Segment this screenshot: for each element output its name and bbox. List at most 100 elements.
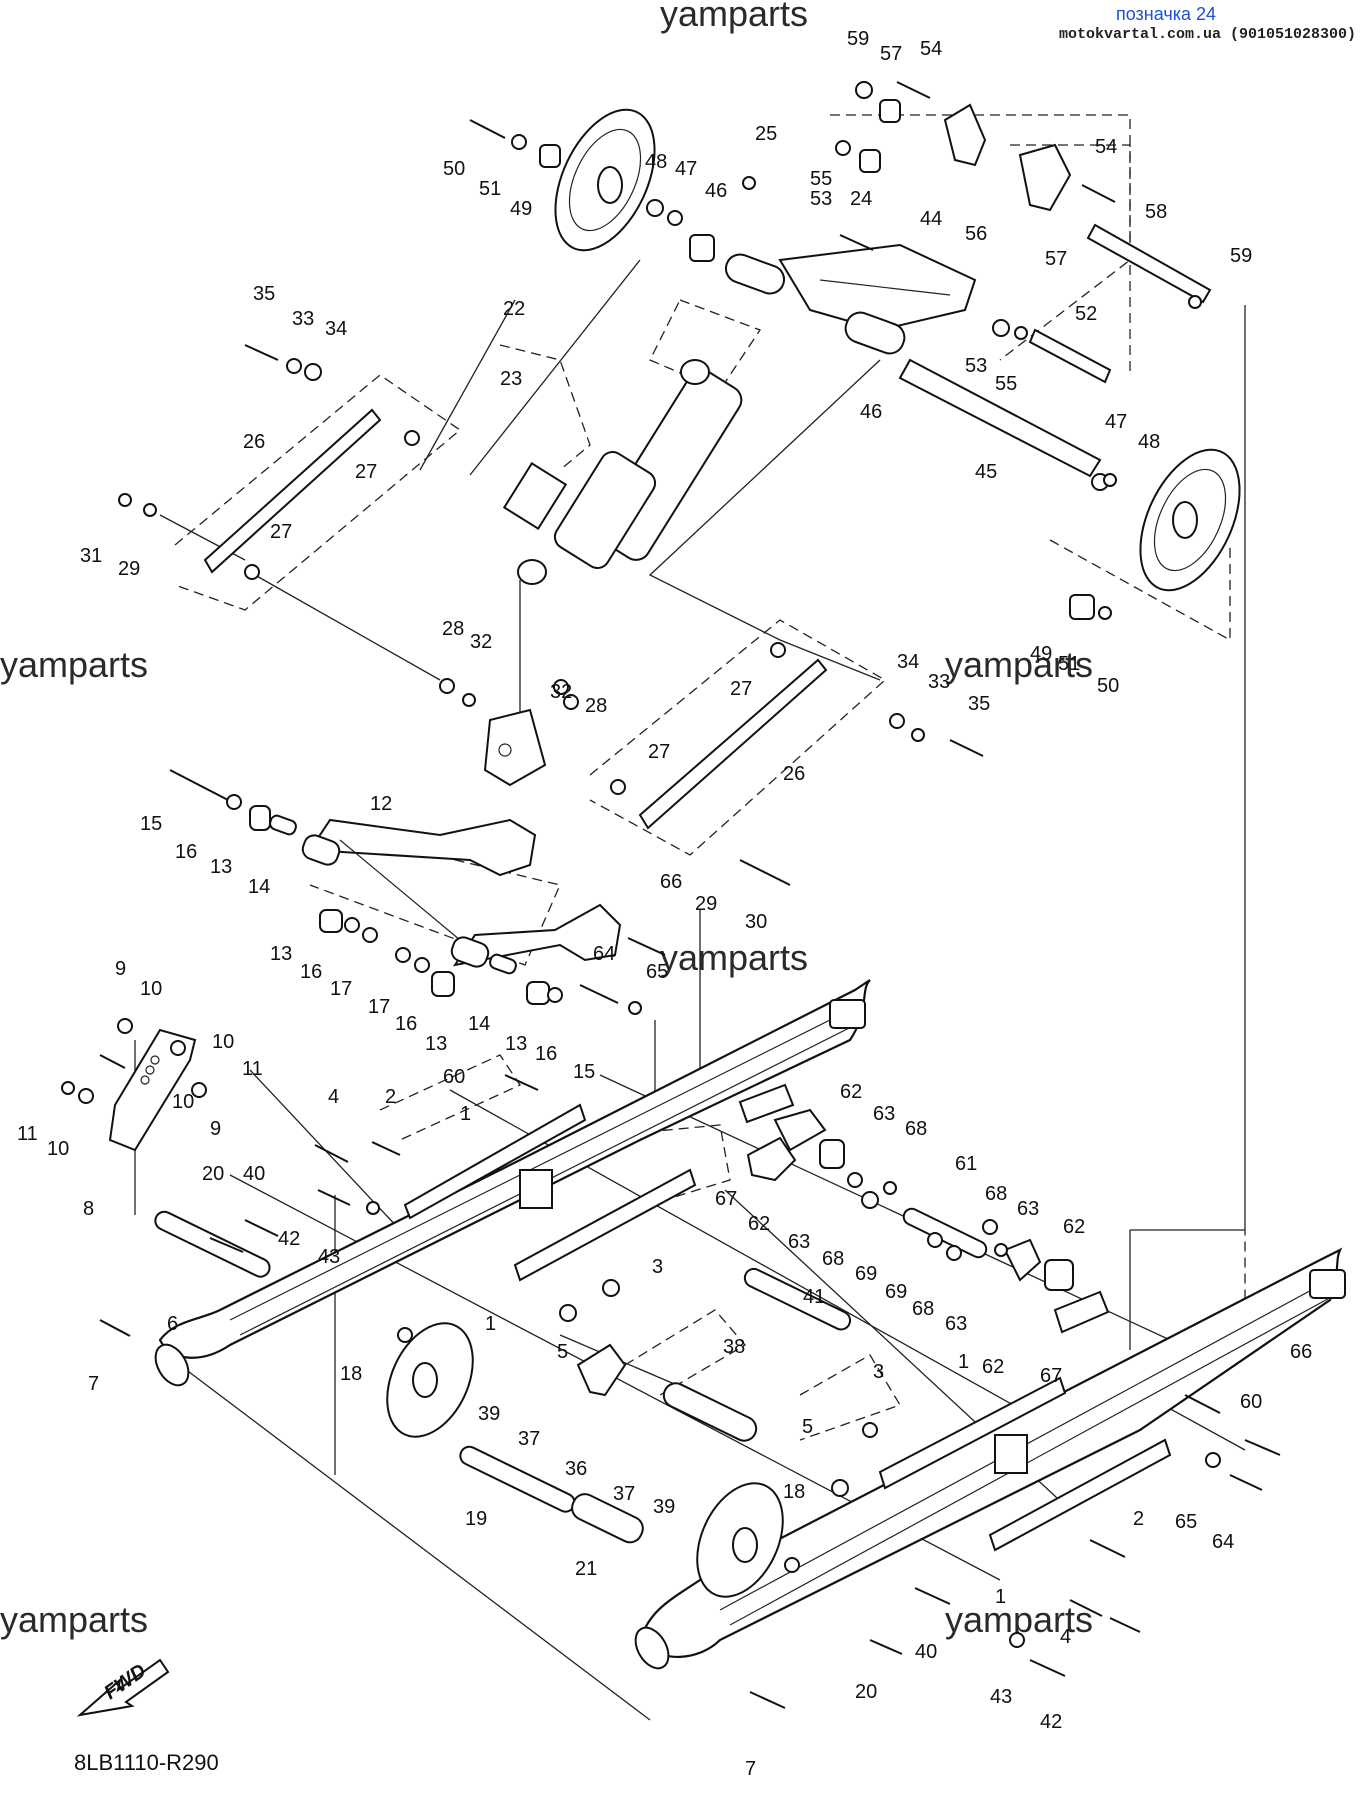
- callout-62: 62: [982, 1356, 1004, 1378]
- callout-66: 66: [1290, 1341, 1312, 1363]
- callout-36: 36: [565, 1458, 587, 1480]
- small-parts-lower: [366, 1172, 1221, 1648]
- callout-60: 60: [443, 1066, 465, 1088]
- callout-16: 16: [395, 1013, 417, 1035]
- callout-2: 2: [1133, 1508, 1144, 1530]
- callout-65: 65: [646, 961, 668, 983]
- callout-8: 8: [83, 1198, 94, 1220]
- upper-idler-wheel-left: [554, 108, 656, 252]
- callout-49: 49: [1030, 643, 1052, 665]
- callout-20: 20: [202, 1163, 224, 1185]
- callout-66: 66: [660, 871, 682, 893]
- callout-16: 16: [300, 961, 322, 983]
- callout-13: 13: [505, 1033, 527, 1055]
- callout-1: 1: [995, 1586, 1006, 1608]
- callout-64: 64: [1212, 1531, 1234, 1553]
- callout-21: 21: [575, 1558, 597, 1580]
- callout-34: 34: [897, 651, 919, 673]
- callout-40: 40: [915, 1641, 937, 1663]
- callout-1: 1: [485, 1313, 496, 1335]
- callout-63: 63: [1017, 1198, 1039, 1220]
- callout-numbers: 59 57 54 50 51 49 48 47 25 55 53 24 46 4…: [17, 28, 1312, 1780]
- middle-arm: [301, 818, 622, 968]
- callout-44: 44: [920, 208, 942, 230]
- callout-67: 67: [715, 1188, 737, 1210]
- callout-62: 62: [748, 1213, 770, 1235]
- callout-39: 39: [653, 1496, 675, 1518]
- callout-17: 17: [368, 996, 390, 1018]
- callout-23: 23: [500, 368, 522, 390]
- callout-20: 20: [855, 1681, 877, 1703]
- callout-4: 4: [328, 1086, 339, 1108]
- callout-68: 68: [912, 1298, 934, 1320]
- callout-1: 1: [958, 1351, 969, 1373]
- callout-15: 15: [573, 1061, 595, 1083]
- callout-51: 51: [479, 178, 501, 200]
- callout-2: 2: [385, 1086, 396, 1108]
- callout-58: 58: [1145, 201, 1167, 223]
- callout-14: 14: [248, 876, 270, 898]
- callout-10: 10: [47, 1138, 69, 1160]
- small-parts-upper: [118, 81, 1202, 795]
- fwd-arrow: FWD: [76, 1658, 170, 1717]
- callout-33: 33: [928, 671, 950, 693]
- callout-3: 3: [652, 1256, 663, 1278]
- callout-29: 29: [695, 893, 717, 915]
- callout-53: 53: [810, 188, 832, 210]
- callout-53: 53: [965, 355, 987, 377]
- callout-24: 24: [850, 188, 872, 210]
- callout-48: 48: [1138, 431, 1160, 453]
- callout-9: 9: [115, 958, 126, 980]
- callout-62: 62: [840, 1081, 862, 1103]
- small-parts-middle: [226, 794, 642, 1015]
- callout-29: 29: [118, 558, 140, 580]
- watermark: yamparts: [660, 937, 808, 978]
- callout-13: 13: [425, 1033, 447, 1055]
- callout-43: 43: [990, 1686, 1012, 1708]
- callout-5: 5: [557, 1341, 568, 1363]
- callout-43: 43: [318, 1246, 340, 1268]
- callout-22: 22: [503, 298, 525, 320]
- callout-64: 64: [593, 943, 615, 965]
- callout-10: 10: [140, 978, 162, 1000]
- slide-rail-right: [638, 1247, 1343, 1659]
- callout-55: 55: [995, 373, 1017, 395]
- callout-49: 49: [510, 198, 532, 220]
- callout-31: 31: [80, 545, 102, 567]
- callout-18: 18: [783, 1481, 805, 1503]
- callout-57: 57: [880, 43, 902, 65]
- callout-32: 32: [470, 631, 492, 653]
- callout-27: 27: [355, 461, 377, 483]
- callout-67: 67: [1040, 1365, 1062, 1387]
- callout-59: 59: [1230, 245, 1252, 267]
- callout-9: 9: [210, 1118, 221, 1140]
- callout-33: 33: [292, 308, 314, 330]
- callout-35: 35: [968, 693, 990, 715]
- callout-63: 63: [788, 1231, 810, 1253]
- upper-shaft: [898, 223, 1212, 478]
- callout-52: 52: [1075, 303, 1097, 325]
- callout-26: 26: [243, 431, 265, 453]
- callout-3: 3: [873, 1361, 884, 1383]
- callout-1: 1: [460, 1103, 471, 1125]
- callout-39: 39: [478, 1403, 500, 1425]
- callout-62: 62: [1063, 1216, 1085, 1238]
- watermark: yamparts: [660, 0, 808, 34]
- callout-61: 61: [955, 1153, 977, 1175]
- callout-38: 38: [723, 1336, 745, 1358]
- callout-59: 59: [847, 28, 869, 50]
- callout-57: 57: [1045, 248, 1067, 270]
- slide-rail-plates: [403, 1103, 1172, 1552]
- callout-7: 7: [745, 1758, 756, 1780]
- callout-40: 40: [243, 1163, 265, 1185]
- callout-35: 35: [253, 283, 275, 305]
- shock-absorber: [502, 359, 743, 585]
- callout-16: 16: [175, 841, 197, 863]
- callout-68: 68: [985, 1183, 1007, 1205]
- lower-idler-wheels: [386, 1322, 784, 1598]
- callout-47: 47: [675, 158, 697, 180]
- cross-shafts: [154, 1207, 988, 1544]
- callout-4: 4: [1060, 1626, 1071, 1648]
- bottom-shock-mount: [483, 708, 547, 787]
- callout-27: 27: [270, 521, 292, 543]
